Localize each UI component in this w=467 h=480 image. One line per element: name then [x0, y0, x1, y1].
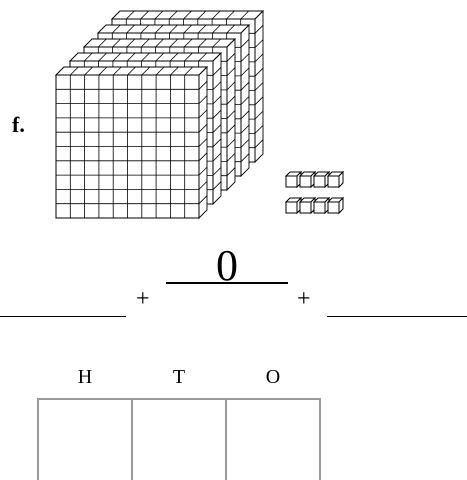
problem-label: f.: [12, 112, 25, 137]
plus-sign-2: +: [297, 286, 311, 312]
ones-cubes: [284, 170, 345, 215]
one-cube: [284, 170, 303, 189]
tens-answer-value: 0: [216, 241, 238, 290]
tens-box[interactable]: [131, 398, 227, 480]
header-ones: O: [265, 366, 281, 388]
one-cube: [298, 196, 317, 215]
header-hundreds: H: [77, 366, 93, 388]
one-cube: [284, 196, 303, 215]
header-tens: T: [172, 366, 186, 388]
tens-answer-blank[interactable]: [166, 282, 288, 284]
hundred-flat: [54, 65, 209, 220]
one-cube: [298, 170, 317, 189]
one-cube: [326, 196, 345, 215]
one-cube: [312, 170, 331, 189]
one-cube: [312, 196, 331, 215]
hundreds-box[interactable]: [37, 398, 133, 480]
ones-answer-blank[interactable]: [327, 316, 467, 317]
hundreds-blocks: [54, 10, 265, 220]
one-cube: [326, 170, 345, 189]
hundreds-answer-blank[interactable]: [0, 316, 126, 317]
ones-box[interactable]: [225, 398, 321, 480]
plus-sign-1: +: [136, 286, 150, 312]
